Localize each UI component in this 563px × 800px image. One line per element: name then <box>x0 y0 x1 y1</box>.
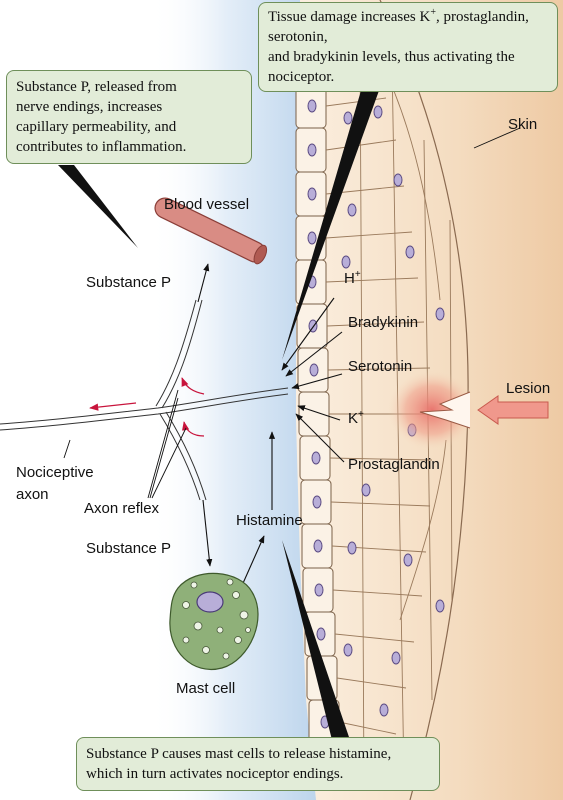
mast-cell <box>169 572 259 671</box>
callout-line: Substance P, released from <box>16 79 177 95</box>
axon-reflex-pointers <box>63 127 521 499</box>
label-axon-reflex: Axon reflex <box>84 500 160 517</box>
label-k-plus: K+ <box>348 410 364 428</box>
label-lesion: Lesion <box>506 380 551 397</box>
lesion-wound <box>419 391 471 429</box>
label-histamine: Histamine <box>236 512 303 529</box>
h-superscript: + <box>354 269 361 280</box>
callout-line: nerve endings, increases <box>16 99 163 115</box>
callout-line: capillary permeability, and <box>16 119 177 135</box>
lesion-inflammation <box>388 370 476 450</box>
k-base: K <box>348 410 359 427</box>
label-serotonin: Serotonin <box>348 358 413 375</box>
signal-arrows <box>197 263 345 591</box>
callout-line: which in turn activates nociceptor endin… <box>86 766 344 782</box>
callout-tail-mast <box>282 540 350 740</box>
blood-vessel <box>154 197 268 265</box>
label-h-plus: H+ <box>344 270 361 288</box>
label-bradykinin: Bradykinin <box>348 314 419 331</box>
callout-mast-cells: Substance P causes mast cells to release… <box>76 737 440 791</box>
label-substance-p-bottom: Substance P <box>86 540 172 557</box>
k-superscript-label: + <box>358 409 364 420</box>
label-axon-line: axon <box>16 486 49 503</box>
label-mast-cell: Mast cell <box>176 680 236 697</box>
callout-tail-substance-p <box>58 165 138 248</box>
lesion-arrow <box>477 395 549 425</box>
callout-tissue-text-a: Tissue damage increases K <box>268 9 431 25</box>
label-nociceptive-axon: Nociceptive axon <box>16 462 94 506</box>
k-superscript: + <box>430 7 436 18</box>
nociceptive-axon <box>0 299 289 501</box>
callout-tissue-text-c: and bradykinin levels, thus activating t… <box>268 49 515 85</box>
callout-line: Substance P causes mast cells to release… <box>86 746 392 762</box>
label-blood-vessel: Blood vessel <box>164 196 250 213</box>
h-base: H <box>344 270 355 287</box>
callout-line: contributes to inflammation. <box>16 139 187 155</box>
label-skin: Skin <box>508 116 538 133</box>
label-substance-p-top: Substance P <box>86 274 172 291</box>
label-prostaglandin: Prostaglandin <box>348 456 440 473</box>
callout-tissue-text-b: , prostaglandin, serotonin, <box>268 9 529 45</box>
callout-tail-tissue <box>282 60 390 360</box>
callout-tissue-damage: Tissue damage increases K+, prostaglandi… <box>258 2 558 92</box>
callout-substance-p-release: Substance P, released from nerve endings… <box>6 70 252 164</box>
label-nociceptive-line: Nociceptive <box>16 464 94 481</box>
axon-reflex-arrows <box>89 377 205 437</box>
